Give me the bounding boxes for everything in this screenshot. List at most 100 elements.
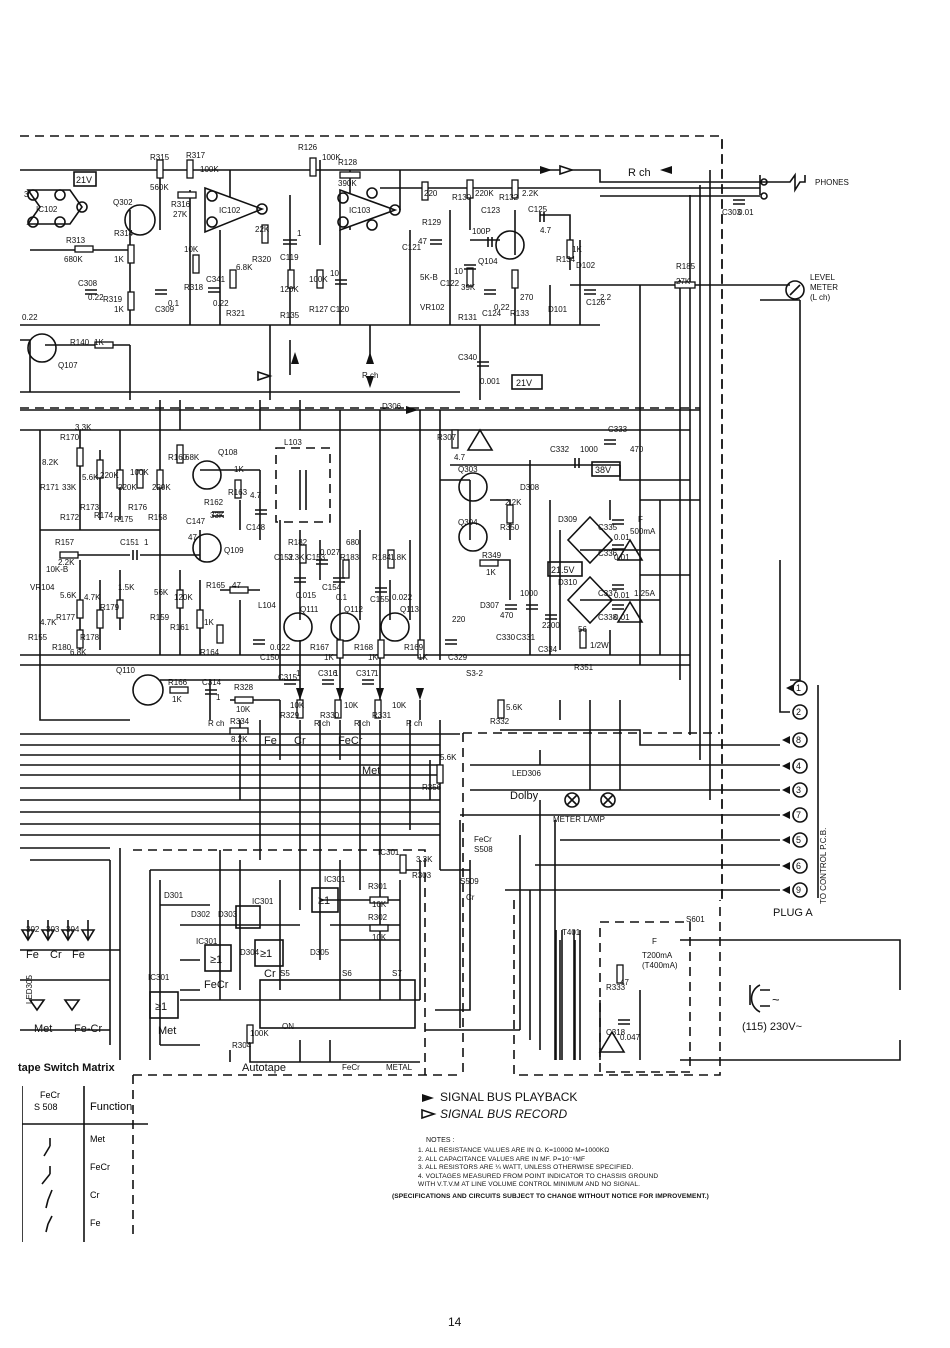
ic103 — [337, 187, 401, 232]
c150-value: 0.022 — [270, 643, 291, 652]
r183-value: 680 — [346, 538, 360, 547]
c147-value: 47 — [188, 533, 197, 542]
r173-value: 5.6K — [82, 473, 99, 482]
r167-label: R167 — [310, 643, 330, 652]
c153-label: C153 — [306, 553, 326, 562]
c-022-value: 0.22 — [22, 313, 38, 322]
r184-label: R184 — [372, 553, 392, 562]
c121-label: C121 — [402, 243, 422, 252]
r315-label: R315 — [150, 153, 170, 162]
c153-value: 0.027 — [320, 548, 341, 557]
r172-value: 33K — [62, 483, 77, 492]
c152-value: 0.015 — [296, 591, 317, 600]
c330-label: C330 — [496, 633, 516, 642]
r334-value: 8.2K — [231, 735, 248, 744]
c340-value: 0.001 — [480, 377, 501, 386]
bus-arrows — [257, 164, 794, 894]
matrix-header-s508: S 508 — [34, 1102, 58, 1112]
r328-label: R328 — [234, 683, 254, 692]
legend-record: SIGNAL BUS RECORD — [440, 1107, 568, 1121]
r307-label: R307 — [437, 433, 457, 442]
c338-label: C338 — [598, 613, 618, 622]
r334-label: R334 — [230, 717, 250, 726]
d308-label: D308 — [520, 483, 540, 492]
q111-label: Q111 — [300, 605, 319, 614]
c303-value: 0.01 — [738, 208, 754, 217]
d302-label: D302 — [191, 910, 211, 919]
vr104-label: VR104 — [30, 583, 55, 592]
r317-value: 100K — [200, 165, 219, 174]
s508-fecr-label: FeCr — [474, 835, 492, 844]
r319-label: R319 — [103, 295, 123, 304]
tape-switch-matrix-title: tape Switch Matrix — [18, 1062, 115, 1074]
r332-value: 5.6K — [506, 703, 523, 712]
connector-7: 7 — [796, 810, 801, 820]
r135-label: R135 — [280, 311, 300, 320]
r157-value: 2.2K — [58, 558, 75, 567]
r126-label: R126 — [298, 143, 318, 152]
t401-label: T401 — [562, 928, 581, 937]
r126-value: 100K — [322, 153, 341, 162]
fecr-label: FeCr — [338, 735, 363, 747]
rch-d-label: R ch — [406, 719, 422, 728]
ic301-a-label: IC301 — [378, 848, 400, 857]
d304-label: D304 — [240, 948, 260, 957]
c336-label: C336 — [598, 549, 618, 558]
c308-label: C308 — [78, 279, 98, 288]
c332-value: 1000 — [580, 445, 598, 454]
s6-label: S6 — [342, 969, 352, 978]
logic-gates — [149, 887, 416, 1029]
d305-label: D305 — [310, 948, 330, 957]
fe-label: Fe — [264, 735, 277, 747]
ic103-label: IC103 — [349, 206, 371, 215]
c308-value: 0.22 — [88, 293, 104, 302]
c329-label: C329 — [448, 653, 468, 662]
l104-label: L104 — [258, 601, 276, 610]
r184-value: 1.8K — [390, 553, 407, 562]
vr102-label: VR102 — [420, 303, 445, 312]
r129-label: R129 — [422, 218, 442, 227]
r132-value: 2.2K — [522, 189, 539, 198]
r328-value: 10K — [236, 705, 251, 714]
r331-value: 10K — [392, 701, 407, 710]
r170-value: 3.3K — [75, 423, 92, 432]
r135-value: 120K — [280, 285, 299, 294]
led-cr-label: Cr — [50, 949, 62, 961]
ic301-e-label: IC301 — [148, 973, 170, 982]
level-meter-label-3: (L ch) — [810, 293, 830, 302]
capacitor-symbols — [85, 199, 745, 1025]
c337-value: 0.01 — [614, 591, 630, 600]
r155-label: R155 — [28, 633, 48, 642]
cr-label: Cr — [294, 735, 306, 747]
r127-value: 100K — [309, 275, 328, 284]
supply-21v-b: 21V — [516, 378, 532, 388]
r128-value: 390K — [338, 179, 357, 188]
c119-label: C119 — [280, 253, 299, 262]
r182-label: R182 — [288, 538, 308, 547]
d309-label: D309 — [558, 515, 578, 524]
gate-fecr-label: FeCr — [204, 979, 229, 991]
c341-value: 0.22 — [213, 299, 229, 308]
led303-label: 303 — [46, 925, 60, 934]
q110-label: Q110 — [116, 666, 136, 675]
led-array — [20, 920, 96, 1012]
r157-label: R157 — [55, 538, 75, 547]
c154-label: C154 — [322, 583, 342, 592]
r179-label: R179 — [100, 603, 120, 612]
r178-value: 4.7K — [84, 593, 101, 602]
r168-value: 1K — [368, 653, 378, 662]
c337-label: C337 — [598, 589, 618, 598]
r183-label: R183 — [340, 553, 360, 562]
r185-value: 27K — [676, 277, 691, 286]
warning-icons — [466, 428, 644, 1053]
schematic-labels: R ch PHONES LEVEL METER (L ch) 21V 21V 3… — [22, 143, 849, 1074]
r176-value: 100K — [130, 468, 149, 477]
supply-boxes — [73, 171, 621, 577]
s509-cr-label: Cr — [466, 893, 475, 902]
c335-label: C335 — [598, 523, 618, 532]
c126-value: 2.2 — [600, 293, 612, 302]
r134-value: 1K — [572, 245, 582, 254]
matrix-header-fecr: FeCr — [40, 1090, 60, 1100]
ic301-b-label: IC301 — [324, 875, 346, 884]
connector-1: 1 — [796, 683, 801, 693]
